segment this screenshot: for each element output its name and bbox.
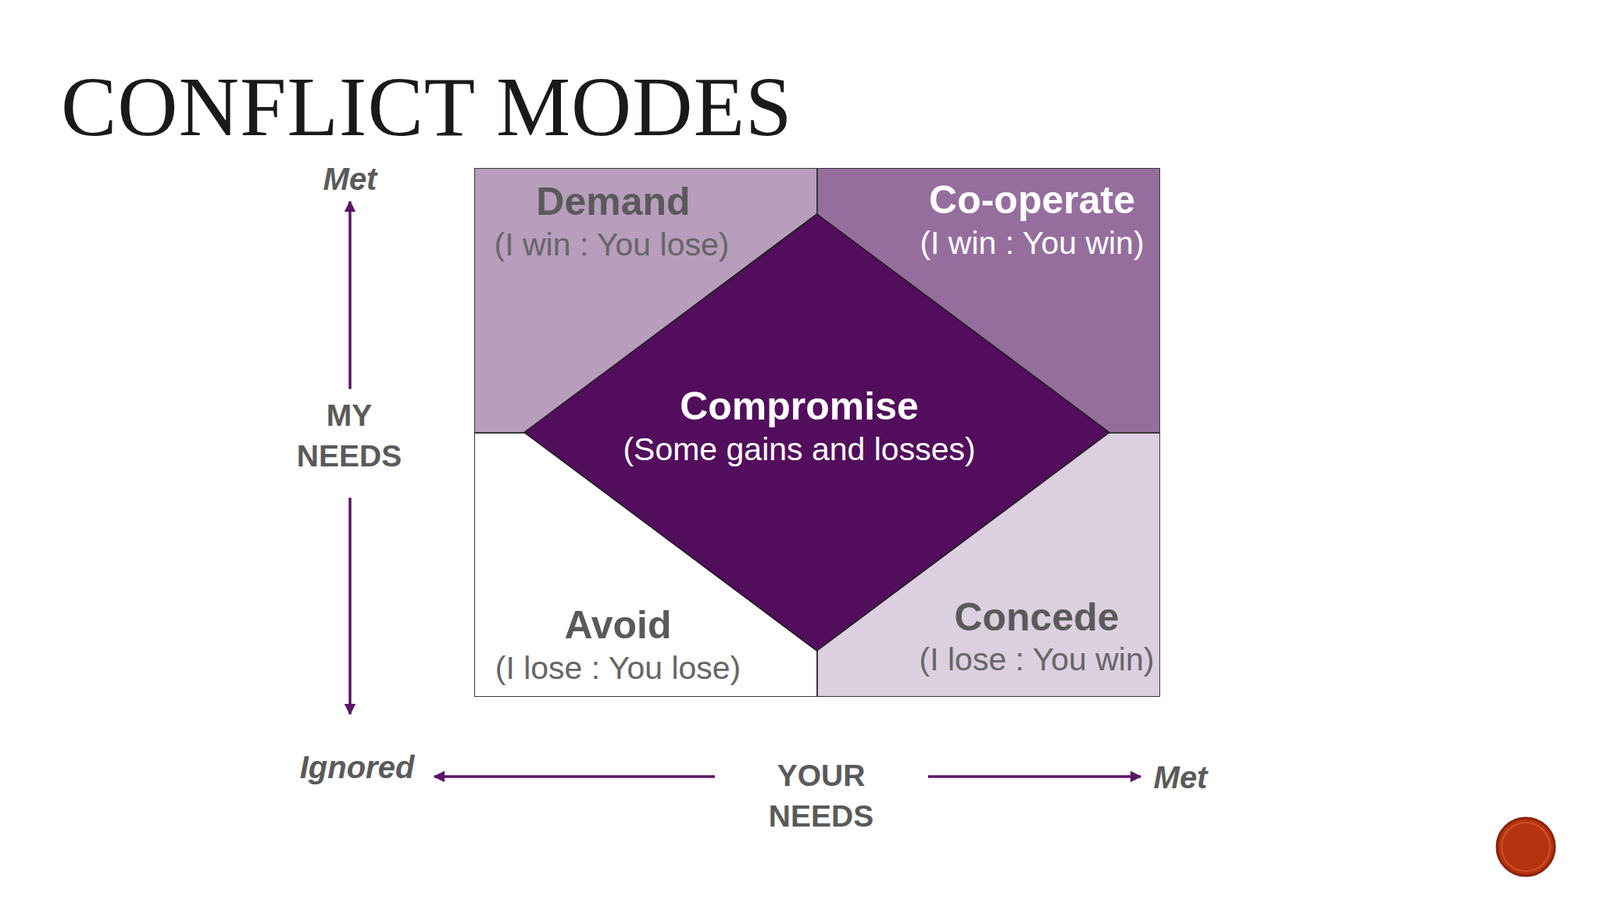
- axis-name: MY NEEDS: [290, 395, 408, 477]
- axis-arrow-left: [434, 775, 715, 779]
- mode-outcome: (I win : You lose): [494, 227, 730, 263]
- mode-heading: Compromise: [679, 385, 919, 429]
- mode-outcome: (Some gains and losses): [622, 432, 975, 468]
- mode-heading: Avoid: [564, 603, 672, 647]
- axis-name: YOUR NEEDS: [754, 755, 888, 837]
- axis-end-label: Ignored: [300, 750, 415, 786]
- mode-heading: Co-operate: [928, 178, 1136, 222]
- axis-end-label: Met: [1153, 760, 1208, 796]
- mode-outcome: (I lose : You lose): [495, 650, 742, 686]
- axis-arrow-right: [928, 775, 1141, 779]
- mode-heading: Demand: [535, 180, 690, 224]
- axis-arrow-up: [348, 201, 352, 390]
- slide-title: CONFLICT MODES: [60, 65, 793, 150]
- mode-outcome: (I win : You win): [919, 225, 1144, 261]
- compromise-diamond: Compromise(Some gains and losses): [524, 214, 1110, 651]
- mode-heading: Concede: [953, 596, 1119, 640]
- axis-end-label: Met: [323, 161, 378, 197]
- mode-outcome: (I lose : You win): [919, 642, 1155, 678]
- axis-arrow-down: [348, 497, 352, 715]
- slide-badge: [1496, 817, 1555, 876]
- slide-badge-ring: [1501, 822, 1550, 872]
